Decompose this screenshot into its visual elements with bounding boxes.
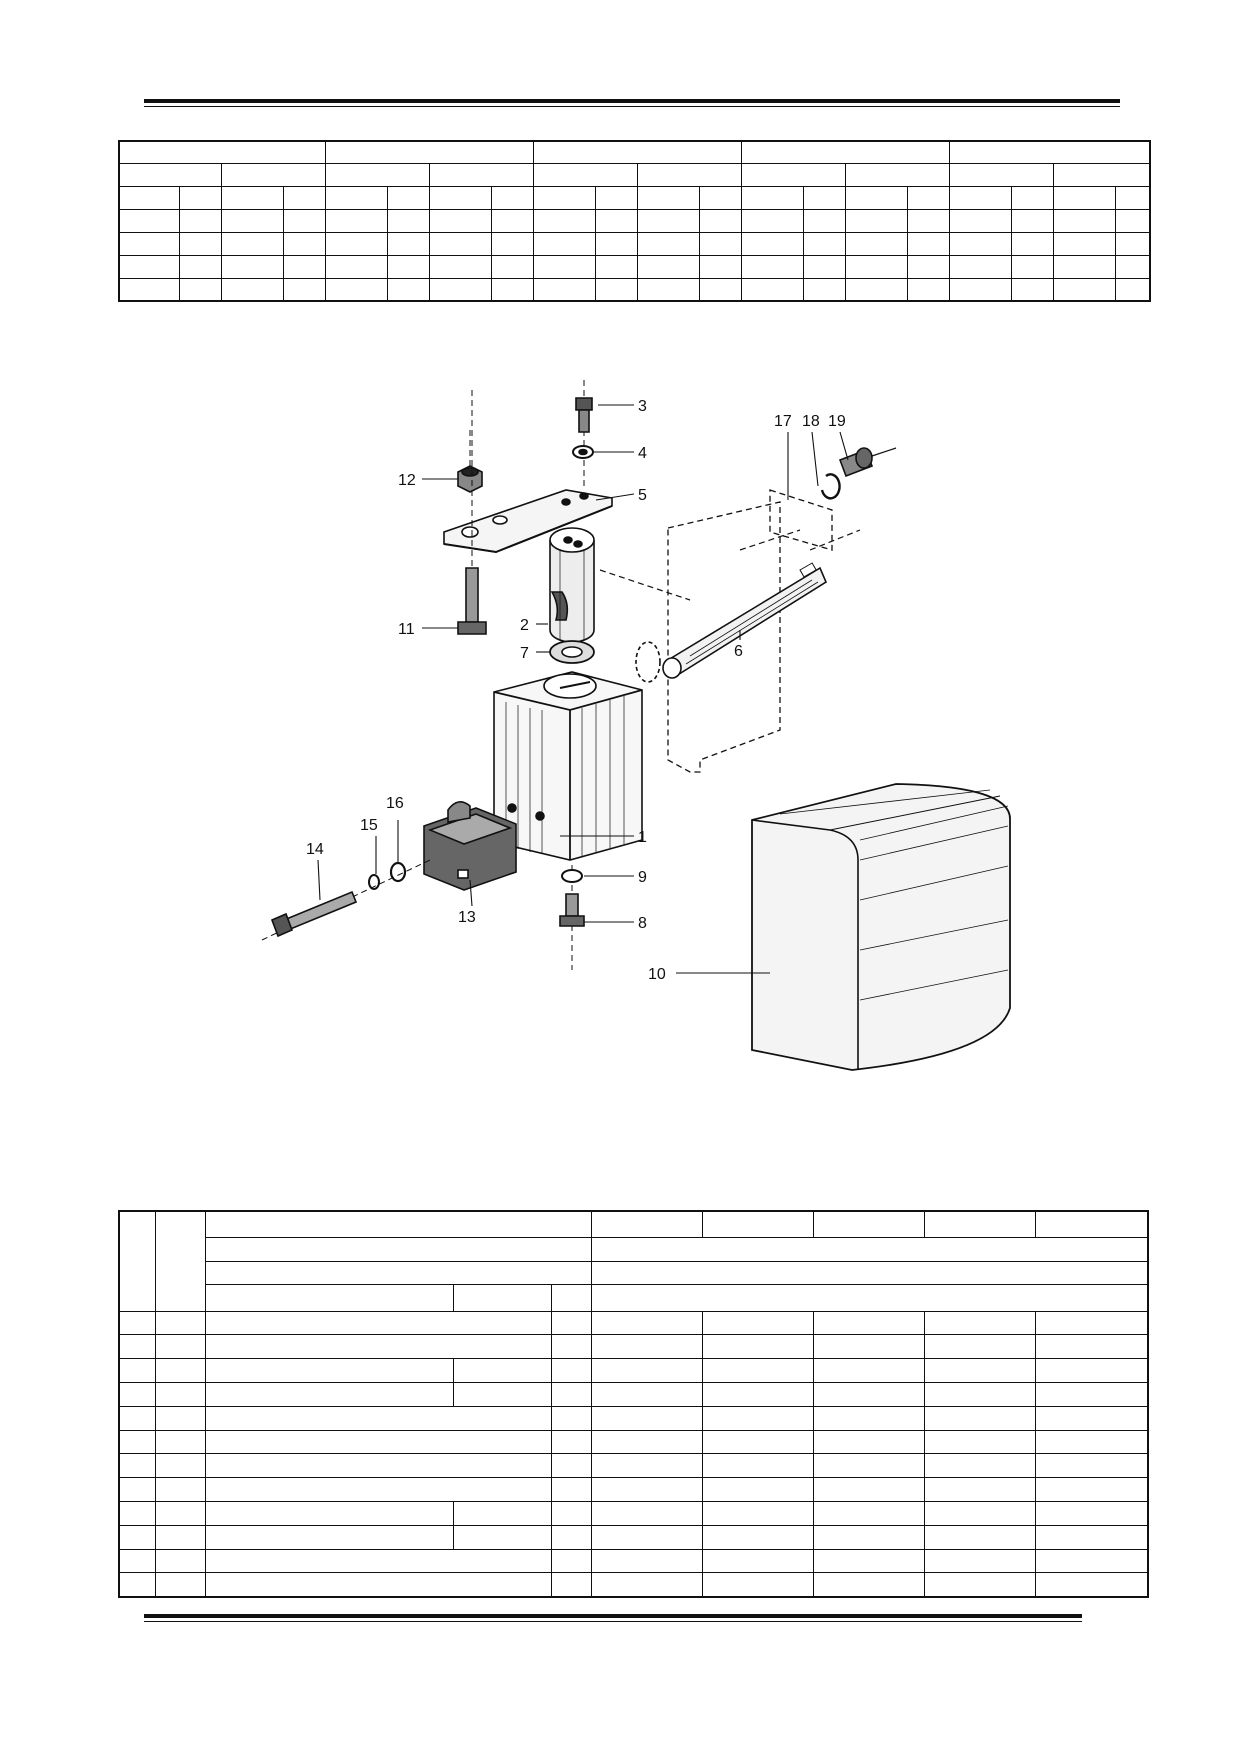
callout-10: 10 — [648, 966, 666, 983]
header-rule-thick — [144, 99, 1120, 103]
callout-4: 4 — [638, 445, 647, 462]
table-row — [118, 163, 1151, 188]
table-row — [118, 1453, 1149, 1479]
table-row — [118, 1572, 1149, 1598]
table-row — [118, 140, 1151, 165]
exploded-parts-diagram: 3 4 5 12 11 2 7 6 17 18 19 1 9 8 10 13 1… — [261, 380, 1011, 1071]
callout-17: 17 — [774, 413, 792, 430]
table-row — [118, 1501, 1149, 1526]
table-row — [118, 186, 1151, 211]
callout-16: 16 — [386, 795, 404, 812]
table-row — [118, 1548, 1149, 1574]
table-row — [118, 277, 1151, 302]
callout-3: 3 — [638, 398, 647, 415]
callout-14: 14 — [306, 841, 324, 858]
table-row — [118, 1429, 1149, 1455]
table-row — [118, 1358, 1149, 1383]
callout-8: 8 — [638, 915, 647, 932]
table-row — [118, 1210, 1149, 1312]
table-row — [118, 254, 1151, 279]
table-row — [119, 1236, 1149, 1262]
callout-19: 19 — [828, 413, 846, 430]
footer-rule-thick — [144, 1614, 1082, 1618]
callout-18: 18 — [802, 413, 820, 430]
top-info-table — [118, 140, 1151, 302]
table-row — [118, 1477, 1149, 1503]
callout-6: 6 — [734, 643, 743, 660]
callout-12: 12 — [398, 472, 416, 489]
parts-list-table — [118, 1210, 1150, 1598]
callout-9: 9 — [638, 869, 647, 886]
callout-13: 13 — [458, 909, 476, 926]
table-row — [118, 1310, 1149, 1336]
callout-1: 1 — [638, 829, 647, 846]
table-row — [118, 1405, 1149, 1431]
table-row — [118, 1524, 1149, 1550]
callout-5: 5 — [638, 487, 647, 504]
table-row — [118, 209, 1151, 233]
table-row — [118, 1381, 1149, 1407]
callout-11: 11 — [398, 621, 415, 638]
callout-15: 15 — [360, 817, 378, 834]
table-row — [118, 1334, 1149, 1360]
table-row — [119, 1284, 1149, 1312]
callout-7: 7 — [520, 645, 529, 662]
footer-rule-thin — [144, 1621, 1082, 1622]
callout-2: 2 — [520, 617, 529, 634]
table-row — [119, 1260, 1149, 1286]
header-rule-thin — [144, 106, 1120, 107]
table-row — [118, 231, 1151, 256]
